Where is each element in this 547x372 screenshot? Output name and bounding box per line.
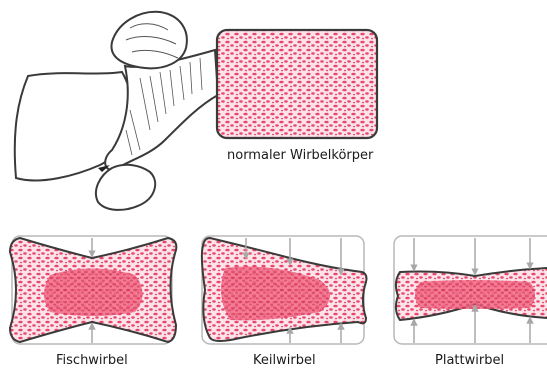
fischwirbel-illustration [10, 236, 176, 344]
label-normal-vertebra: normaler Wirbelkörper [227, 148, 373, 163]
normal-vertebral-body [217, 30, 377, 138]
label-keilwirbel: Keilwirbel [253, 353, 316, 368]
keilwirbel-illustration [202, 236, 367, 344]
label-fischwirbel: Fischwirbel [56, 353, 128, 368]
normal-vertebra-illustration [15, 12, 377, 210]
superior-articular-process [111, 12, 186, 69]
plattwirbel-illustration [394, 236, 547, 344]
label-plattwirbel: Plattwirbel [435, 353, 504, 368]
inferior-articular-process [96, 165, 155, 210]
